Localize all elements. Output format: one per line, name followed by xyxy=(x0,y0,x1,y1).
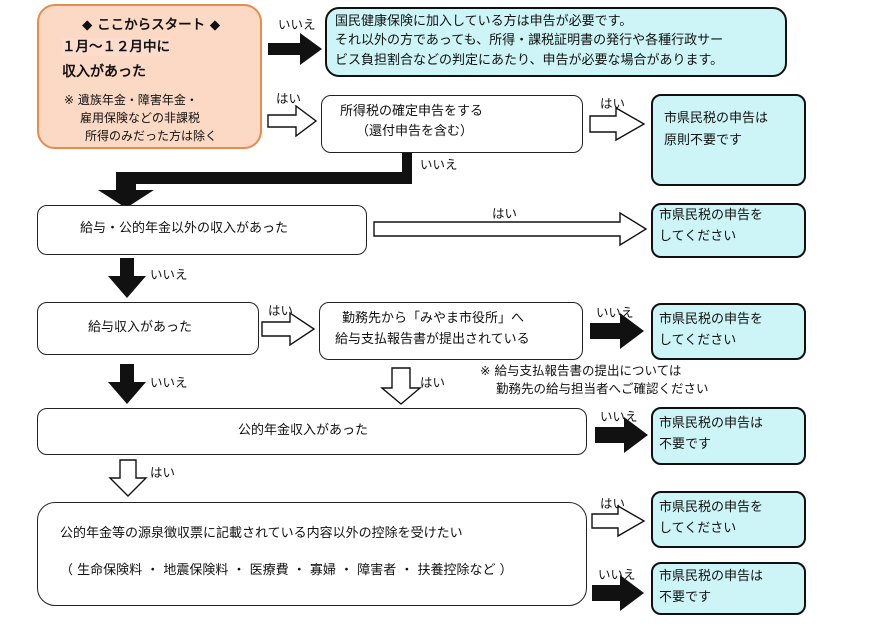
other-income-text: 給与・公的年金以外の収入があった xyxy=(80,221,289,236)
deduction-question-box xyxy=(37,502,587,606)
result-5-line-1: 市県民税の申告を xyxy=(659,500,764,515)
pension-question-box xyxy=(37,408,587,455)
deduction-line-1: 公的年金等の源泉徴収票に記載されている内容以外の控除を受けたい xyxy=(60,526,463,541)
report-line-1: 勤務先から「みやま市役所」へ xyxy=(342,311,525,326)
label-no-salary: いいえ xyxy=(150,375,188,390)
arrow-other-to-salary xyxy=(108,258,146,298)
arrow-report-to-r3 xyxy=(590,313,644,349)
deduction-line-2: （ 生命保険料 ・ 地震保険料 ・ 医療費 ・ 寡婦 ・ 障害者 ・ 扶養控除な… xyxy=(60,563,513,578)
arrow-salary-to-pension xyxy=(108,364,146,404)
label-yes-other: はい xyxy=(492,206,518,221)
arrow-other-to-r2 xyxy=(373,211,648,247)
label-yes-income-tax: はい xyxy=(600,96,626,111)
result-box-3 xyxy=(651,303,806,360)
arrow-income-tax-to-other xyxy=(98,152,412,208)
arrow-pension-to-r4 xyxy=(595,417,648,453)
nhi-line-2: それ以外の方であっても、所得・課税証明書の発行や各種行政サー xyxy=(335,33,724,48)
label-yes-deduction: はい xyxy=(600,496,626,511)
nhi-line-3: ビス負担割合などの判定にあたり、申告が必要な場合があります。 xyxy=(335,53,724,68)
label-yes-report: はい xyxy=(420,375,446,390)
label-yes-pension: はい xyxy=(150,465,176,480)
result-1-line-1: 市県民税の申告は xyxy=(664,111,769,126)
label-yes-salary: はい xyxy=(268,303,294,318)
arrow-deduction-to-r6 xyxy=(592,575,644,611)
arrow-pension-to-deduction xyxy=(108,459,148,497)
label-no-pension: いいえ xyxy=(600,409,638,424)
result-6-line-2: 不要です xyxy=(659,590,712,605)
nhi-line-1: 国民健康保険に加入している方は申告が必要です。 xyxy=(335,14,633,29)
result-box-5 xyxy=(651,491,806,548)
result-2-line-2: してください xyxy=(659,229,737,244)
result-3-line-2: してください xyxy=(659,333,737,348)
income-tax-line-1: 所得税の確定申告をする xyxy=(340,104,484,119)
income-tax-line-2: （還付申告を含む） xyxy=(356,124,474,139)
arrow-income-tax-to-r1 xyxy=(589,106,646,142)
report-line-2: 給与支払報告書が提出されている xyxy=(335,332,530,347)
start-period: １月～１２月中に xyxy=(62,38,170,56)
result-box-2 xyxy=(651,203,806,258)
label-yes-start: はい xyxy=(276,91,302,106)
arrow-start-to-income-tax xyxy=(267,104,318,138)
report-note-line-1: ※ 給与支払報告書の提出については xyxy=(480,363,682,378)
label-no-deduction: いいえ xyxy=(598,567,636,582)
arrow-deduction-to-r5 xyxy=(591,504,646,538)
start-note-2: 雇用保険などの非課税 xyxy=(80,111,201,125)
label-no-report: いいえ xyxy=(596,305,634,320)
arrow-salary-to-report xyxy=(261,311,316,347)
result-4-line-1: 市県民税の申告は xyxy=(659,416,764,431)
start-note-1: ※ 遺族年金・障害年金・ xyxy=(64,93,198,107)
result-2-line-1: 市県民税の申告を xyxy=(659,208,764,223)
result-5-line-2: してください xyxy=(659,521,737,536)
salary-text: 給与収入があった xyxy=(88,320,193,335)
label-no-start: いいえ xyxy=(278,17,316,32)
other-income-question-box xyxy=(37,205,367,255)
start-note-3: 所得のみだった方は除く xyxy=(85,129,218,143)
start-income: 収入があった xyxy=(62,64,146,80)
report-question-box xyxy=(319,302,583,360)
result-box-1 xyxy=(651,94,806,186)
label-no-income-tax: いいえ xyxy=(420,157,458,172)
report-note-line-2: 勤務先の給与担当者へご確認ください xyxy=(496,381,709,396)
salary-question-box xyxy=(37,302,259,355)
label-no-other: いいえ xyxy=(150,267,188,282)
income-tax-question-box xyxy=(321,95,583,153)
start-title: ◆ ここからスタート ◆ xyxy=(82,17,221,33)
start-box xyxy=(37,4,262,149)
result-1-line-2: 原則不要です xyxy=(664,133,743,148)
result-4-line-2: 不要です xyxy=(659,437,712,452)
nhi-info-box xyxy=(325,7,787,77)
pension-text: 公的年金収入があった xyxy=(238,423,369,438)
result-box-6 xyxy=(651,562,806,615)
result-3-line-1: 市県民税の申告を xyxy=(659,312,764,327)
arrow-start-to-nhi xyxy=(268,33,322,65)
result-6-line-1: 市県民税の申告は xyxy=(659,569,764,584)
result-box-4 xyxy=(651,407,806,465)
arrow-report-to-pension xyxy=(380,367,422,405)
